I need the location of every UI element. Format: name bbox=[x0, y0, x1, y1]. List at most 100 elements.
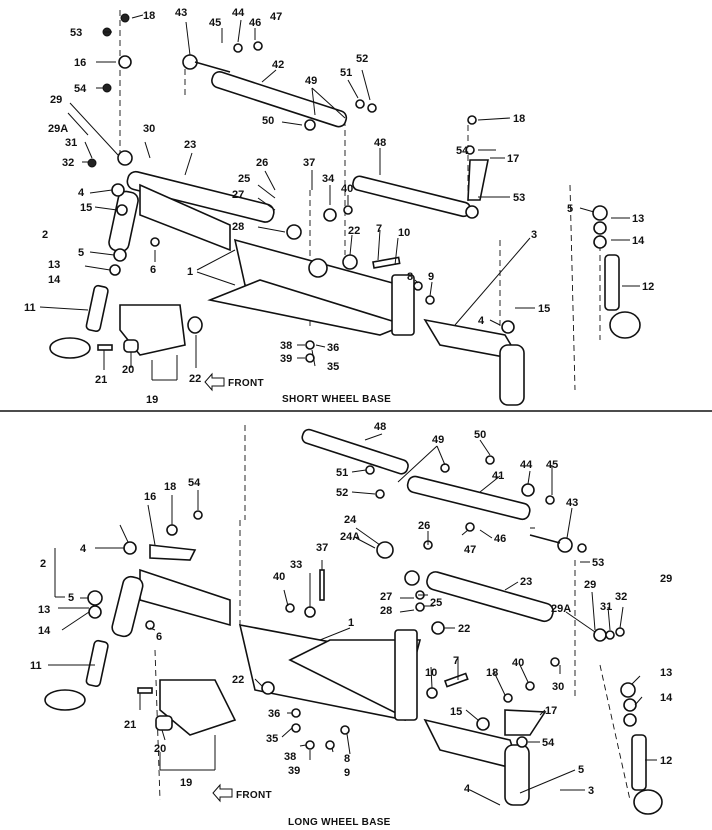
spindle-11-lwb bbox=[85, 639, 109, 687]
callout: 7 bbox=[453, 655, 459, 667]
callout: 41 bbox=[492, 470, 504, 482]
axle-yoke-lwb bbox=[288, 639, 422, 717]
caption-long-wheel-base: LONG WHEEL BASE bbox=[288, 817, 391, 828]
spindle-hub-left bbox=[49, 337, 91, 359]
callout: 54 bbox=[456, 145, 469, 157]
callout: 36 bbox=[268, 708, 280, 720]
callout: 49 bbox=[305, 75, 317, 87]
callout: 13 bbox=[48, 259, 60, 271]
callout: 2 bbox=[40, 558, 46, 570]
front-arrow-icon bbox=[212, 783, 233, 803]
callout: 54 bbox=[542, 737, 555, 749]
callout: 6 bbox=[150, 264, 156, 276]
callout: 16 bbox=[144, 491, 156, 503]
callout: 43 bbox=[566, 497, 578, 509]
callout: 51 bbox=[340, 67, 352, 79]
callout: 46 bbox=[249, 17, 261, 29]
callout: 21 bbox=[95, 374, 107, 386]
callout: 3 bbox=[531, 229, 537, 241]
callout: 26 bbox=[418, 520, 430, 532]
steering-arm-17 bbox=[467, 159, 489, 201]
callout: 28 bbox=[232, 221, 244, 233]
spindle-hub-left-lwb bbox=[44, 689, 86, 711]
callout: 51 bbox=[336, 467, 348, 479]
callout: 34 bbox=[322, 173, 335, 185]
callout: 30 bbox=[552, 681, 564, 693]
callout: 37 bbox=[316, 542, 328, 554]
callout: 42 bbox=[272, 59, 284, 71]
spindle-12-lwb bbox=[631, 734, 647, 791]
long-callout-labels: 48 49 50 51 52 41 44 45 43 53 46 47 24 2… bbox=[30, 421, 673, 797]
callout: 18 bbox=[143, 10, 155, 22]
callout: 11 bbox=[30, 660, 42, 672]
callout: 35 bbox=[266, 733, 278, 745]
callout: 3 bbox=[588, 785, 594, 797]
callout: 13 bbox=[38, 604, 50, 616]
callout: 29 bbox=[584, 579, 596, 591]
callout: 53 bbox=[513, 192, 525, 204]
callout: 54 bbox=[74, 83, 87, 95]
callout: 2 bbox=[42, 229, 48, 241]
callout: 47 bbox=[270, 11, 282, 23]
caption-short-wheel-base: SHORT WHEEL BASE bbox=[282, 394, 391, 405]
callout: 52 bbox=[336, 487, 348, 499]
front-arrow-icon bbox=[204, 372, 225, 392]
callout: 12 bbox=[660, 755, 672, 767]
callout: 23 bbox=[184, 139, 196, 151]
callout: 8 bbox=[407, 271, 413, 283]
callout: 22 bbox=[189, 373, 201, 385]
callout: 20 bbox=[154, 743, 166, 755]
short-wheel-base-diagram: FRONT SHORT WHEEL BASE bbox=[24, 7, 654, 406]
steering-arm-17-lwb bbox=[504, 709, 547, 736]
callout: 7 bbox=[376, 223, 382, 235]
spindle-12 bbox=[604, 254, 620, 311]
callout: 37 bbox=[303, 157, 315, 169]
callout: 38 bbox=[284, 751, 296, 763]
callout: 24 bbox=[344, 514, 357, 526]
callout: 15 bbox=[80, 202, 92, 214]
callout: 53 bbox=[592, 557, 604, 569]
short-callout-labels: 53 18 16 54 29 29A 31 32 4 15 2 5 13 14 … bbox=[24, 7, 654, 406]
spindle-hub-right bbox=[609, 311, 641, 339]
callout: 15 bbox=[538, 303, 550, 315]
spindle-11 bbox=[85, 284, 109, 332]
callout: 23 bbox=[520, 576, 532, 588]
callout: 36 bbox=[327, 342, 339, 354]
callout: 22 bbox=[232, 674, 244, 686]
callout: 6 bbox=[156, 631, 162, 643]
callout: 54 bbox=[188, 477, 201, 489]
tie-rod-48-lwb bbox=[301, 428, 409, 475]
callout: 40 bbox=[341, 183, 353, 195]
callout: 29 bbox=[50, 94, 62, 106]
callout: 4 bbox=[464, 783, 471, 795]
callout: 31 bbox=[65, 137, 77, 149]
callout: 53 bbox=[70, 27, 82, 39]
callout: 8 bbox=[344, 753, 350, 765]
callout: 40 bbox=[273, 571, 285, 583]
callout: 14 bbox=[48, 274, 61, 286]
callout: 44 bbox=[232, 7, 245, 19]
callout: 46 bbox=[494, 533, 506, 545]
callout: 22 bbox=[348, 225, 360, 237]
callout: 45 bbox=[546, 459, 558, 471]
callout: 26 bbox=[256, 157, 268, 169]
steering-arm-16 bbox=[149, 544, 197, 561]
callout: 4 bbox=[80, 543, 87, 555]
callout: 27 bbox=[232, 189, 244, 201]
tie-rod-end-43 bbox=[182, 54, 198, 70]
callout: 1 bbox=[187, 266, 193, 278]
callout: 5 bbox=[578, 764, 584, 776]
callout: 32 bbox=[62, 157, 74, 169]
callout: 27 bbox=[380, 591, 392, 603]
callout: 31 bbox=[600, 601, 612, 613]
front-label-long: FRONT bbox=[236, 790, 272, 801]
callout: 22 bbox=[458, 623, 470, 635]
callout: 10 bbox=[398, 227, 410, 239]
callout: 43 bbox=[175, 7, 187, 19]
tube-23 bbox=[126, 170, 275, 223]
callout: 18 bbox=[513, 113, 525, 125]
callout: 25 bbox=[430, 597, 442, 609]
callout: 29A bbox=[551, 603, 571, 615]
